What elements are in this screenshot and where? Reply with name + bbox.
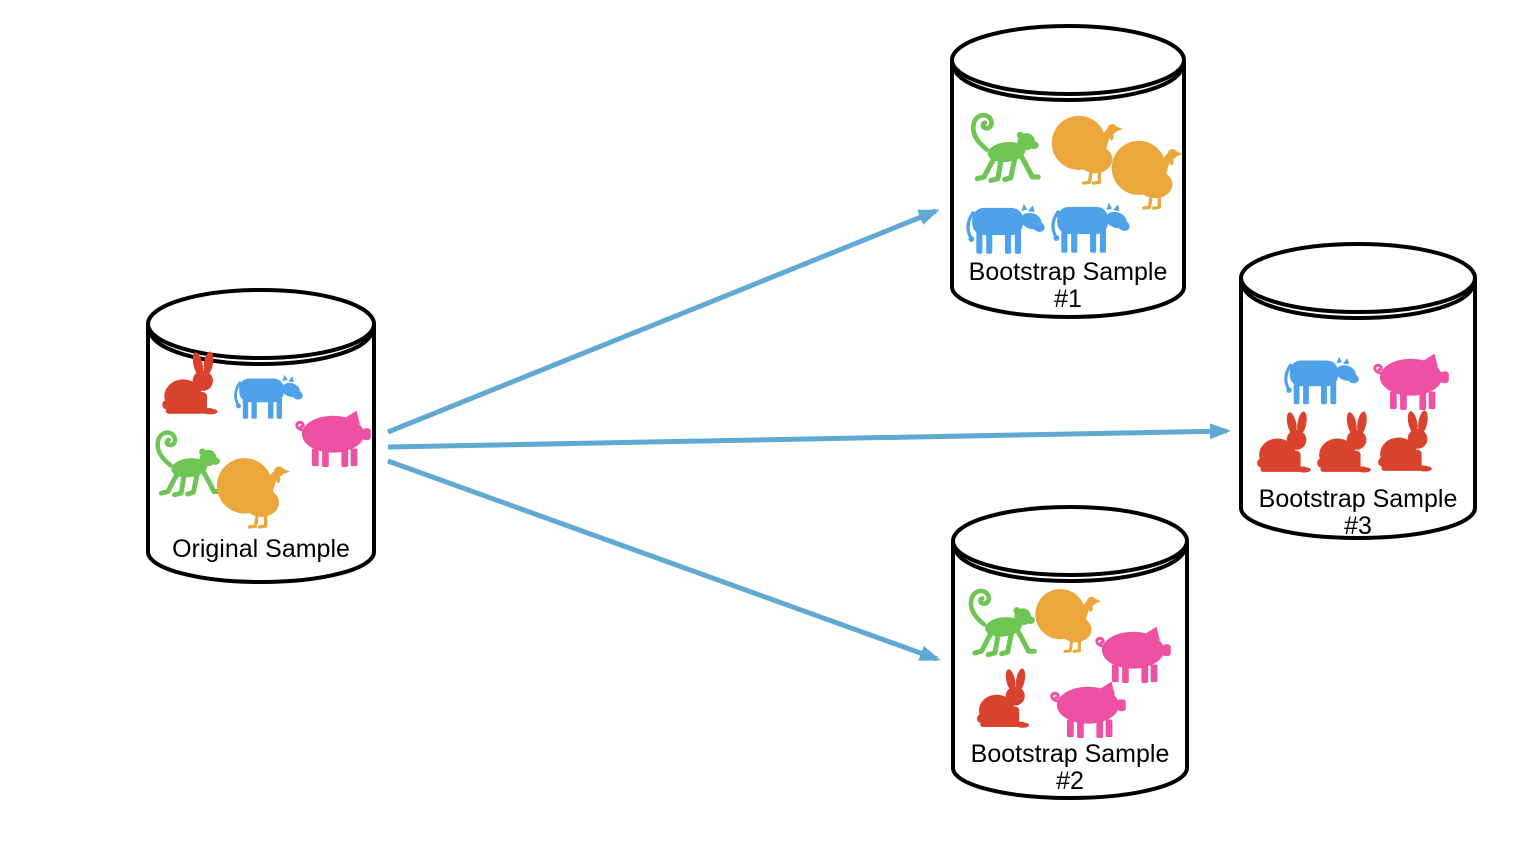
cylinder-rim [952,65,1184,102]
cylinder-rim [953,546,1187,583]
cylinder-top [146,288,376,360]
cylinder-rim [1241,283,1475,320]
cylinder-body [951,541,1189,800]
container-bootstrap-sample-3 [1239,242,1477,540]
arrow-to-bootstrap-sample-2 [387,458,941,662]
cylinder-top [1239,242,1477,314]
container-original-sample [146,288,376,584]
container-bootstrap-sample-1 [950,24,1186,319]
cylinder-body [1239,278,1477,540]
arrow-to-bootstrap-sample-1 [387,208,940,435]
containers-layer [146,24,1477,800]
arrow-to-bootstrap-sample-3 [387,423,1231,450]
container-bootstrap-sample-2 [951,505,1189,800]
cylinder-top [950,24,1186,96]
cylinder-top [951,505,1189,577]
cylinder-rim [148,329,374,366]
arrows-layer [387,208,1231,662]
